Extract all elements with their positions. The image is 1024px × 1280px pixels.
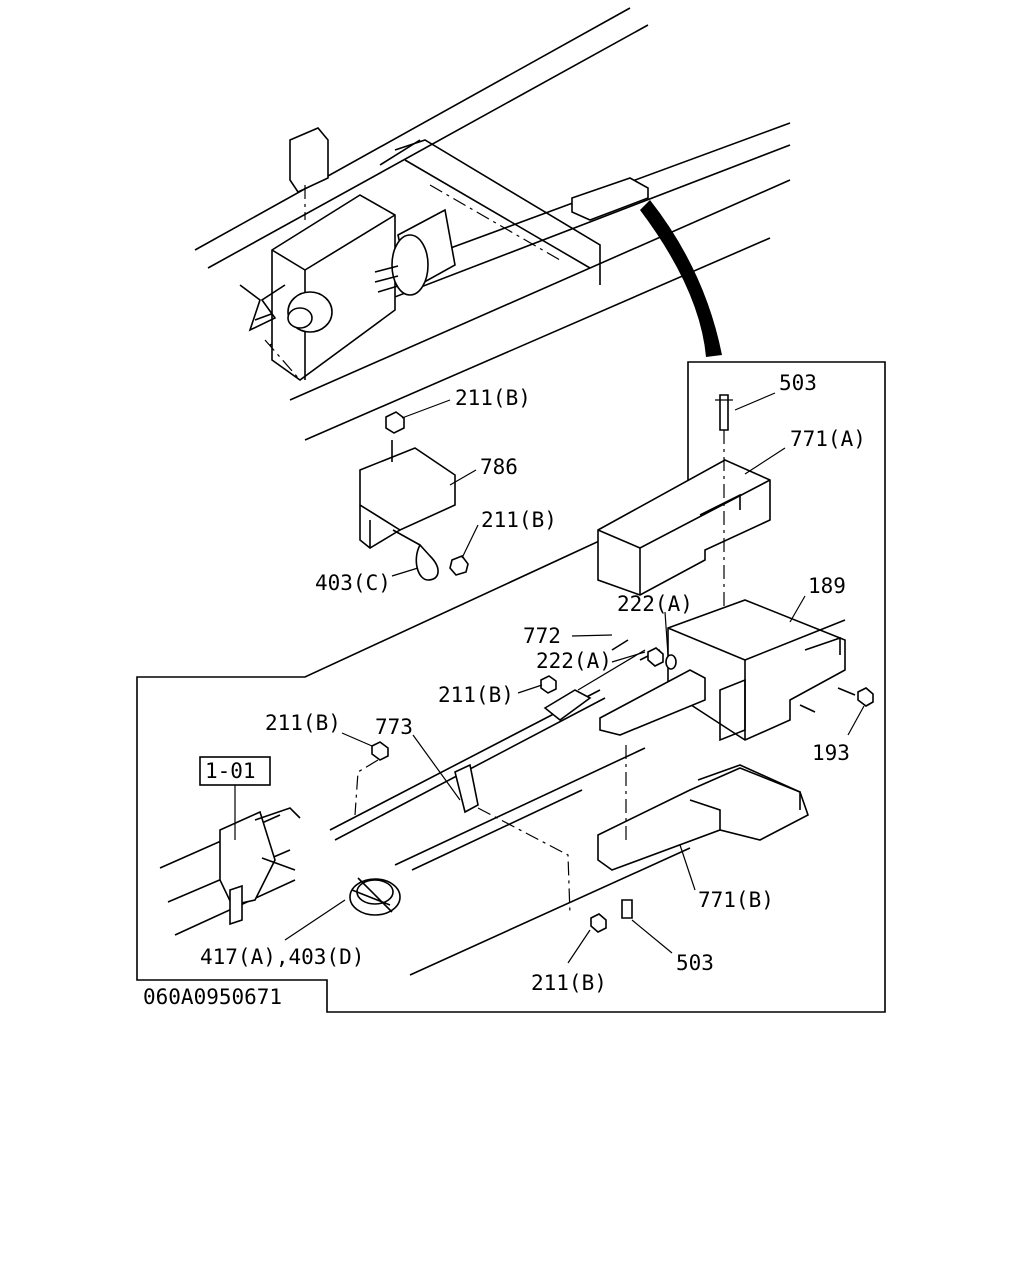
callout-503-top[interactable]: 503	[779, 371, 817, 395]
callout-771b[interactable]: 771(B)	[698, 888, 774, 912]
callout-211b-2[interactable]: 211(B)	[481, 508, 557, 532]
bracket-189-drawing	[599, 599, 874, 742]
bracket-771b-drawing	[597, 745, 809, 919]
callout-786[interactable]: 786	[480, 455, 518, 479]
callout-773[interactable]: 773	[375, 715, 413, 739]
callout-193[interactable]: 193	[812, 741, 850, 765]
callout-211b-3[interactable]: 211(B)	[438, 683, 514, 707]
callout-211b-1[interactable]: 211(B)	[455, 386, 531, 410]
callout-211b-5[interactable]: 211(B)	[531, 971, 607, 995]
drawing-code: 060A0950671	[143, 985, 282, 1009]
callout-772[interactable]: 772	[523, 624, 561, 648]
callout-222a-2[interactable]: 222(A)	[536, 649, 612, 673]
callout-222a-1[interactable]: 222(A)	[617, 592, 693, 616]
callout-403c[interactable]: 403(C)	[315, 571, 391, 595]
leader-lines	[284, 392, 865, 964]
callout-503-bottom[interactable]: 503	[676, 951, 714, 975]
detail-outline	[136, 361, 886, 1013]
callout-771a[interactable]: 771(A)	[790, 427, 866, 451]
bracket-771a-drawing	[597, 394, 771, 610]
callouts: 503 771(A) 211(B) 786 211(B) 403(C) 189 …	[200, 371, 866, 995]
callout-189[interactable]: 189	[808, 574, 846, 598]
lower-frame	[159, 747, 691, 976]
callout-417a-403d[interactable]: 417(A),403(D)	[200, 945, 364, 969]
cable-773-drawing	[329, 639, 677, 933]
bracket-786-drawing	[359, 411, 469, 581]
ref-box-1-01[interactable]: 1-01	[205, 759, 256, 783]
chassis-frame	[194, 7, 791, 441]
callout-211b-4[interactable]: 211(B)	[265, 711, 341, 735]
